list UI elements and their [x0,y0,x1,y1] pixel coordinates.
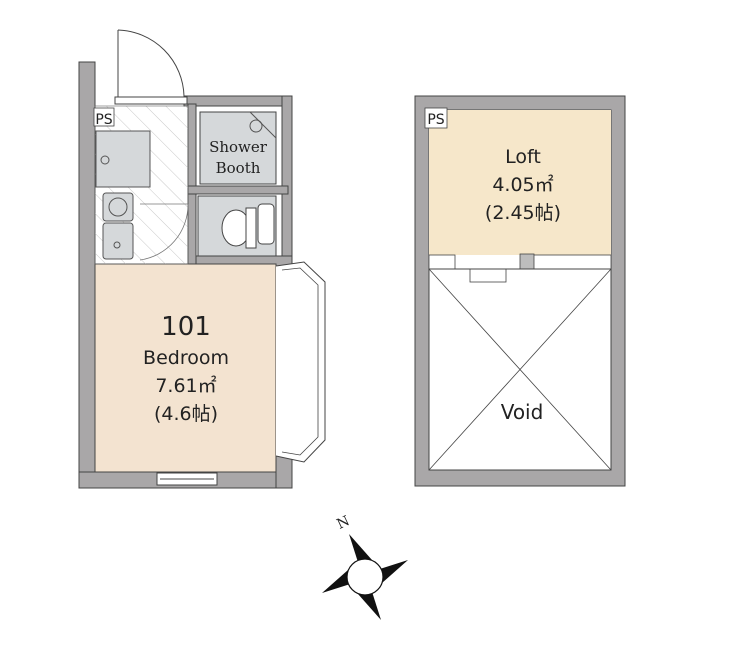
shower-booth [199,111,277,185]
compass-center [346,558,384,596]
north-label: N [334,513,352,533]
loft-floor [429,110,611,255]
shower-label-line1: Shower [209,138,268,156]
wall-west [78,61,96,489]
loft-label: Loft [505,146,541,168]
loft-area: 4.05㎡ [492,173,553,196]
bay-window-inner [281,267,319,456]
unit-number: 101 [161,312,211,342]
sink-bowl-icon [108,197,128,217]
bay-window [275,261,326,463]
compass-rose: N [322,513,408,620]
void-area [428,268,612,471]
wall-bath-mid [187,185,289,195]
washing-machine-pan [95,130,151,188]
bedroom-tatami: (4.6帖) [154,403,218,425]
unit-101-plan: PS Shower Booth 101 Bedroom 7.61㎡ (4.6帖) [78,29,326,489]
stove [102,222,134,260]
loft-ps-box [424,107,448,129]
burner-icon [113,241,121,249]
void-cross-2 [428,268,612,471]
kitchen-sink [102,192,134,222]
loft-tatami: (2.45帖) [485,202,561,224]
void-label: Void [501,400,544,424]
loft-notch-left [428,254,456,270]
ps-box [93,107,115,127]
bath-door-swing [139,203,189,261]
bedroom-floor [94,263,277,473]
loft-ps-label: PS [427,112,444,128]
wall-north [183,95,293,107]
shower-label-line2: Booth [216,159,261,177]
drain-icon [100,155,110,165]
entry-door-swing [117,29,185,97]
loft-notch-right [531,254,612,270]
loft-column [519,253,535,270]
entry-door-frame [114,96,188,105]
wall-east-upper [281,95,293,267]
loft-ladder [469,268,507,283]
shower-corner [249,111,277,139]
shower-head-icon [249,119,263,133]
loft-plan: PS Loft 4.05㎡ (2.45帖) Void [414,95,626,487]
wall-bath-west [187,103,197,265]
toilet-tank-icon [257,203,275,245]
wall-southeast [275,454,293,489]
toilet-seat-icon [245,207,257,249]
ps-label: PS [95,112,112,128]
bedroom-label: Bedroom [143,347,229,369]
bedroom-area: 7.61㎡ [155,374,216,397]
